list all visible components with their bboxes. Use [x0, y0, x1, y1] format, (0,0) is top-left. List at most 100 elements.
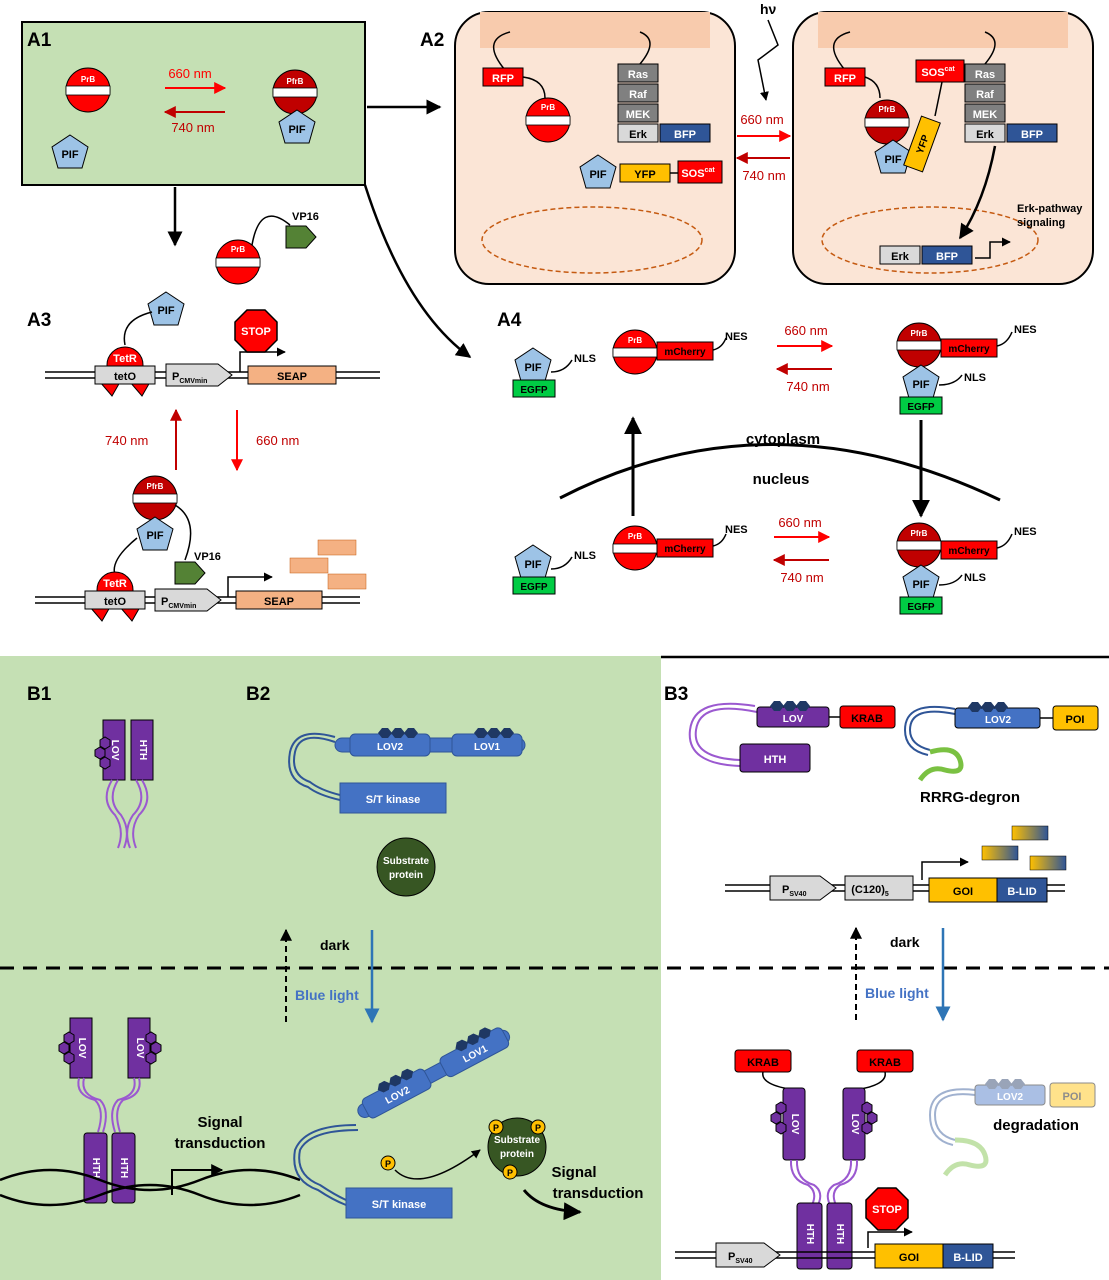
a2l-ras: Ras: [964, 63, 1006, 83]
b2-dark-substrate-l2: protein: [389, 870, 423, 881]
a2l-sos: SOScat: [915, 59, 965, 83]
b3-dark-label: dark: [890, 934, 920, 950]
b3-dark-blid-text: B-LID: [1007, 886, 1036, 898]
a2-rfp: RFP: [482, 67, 524, 87]
b2-p2-text: P: [535, 1123, 541, 1133]
a2-sos-sup: cat: [705, 167, 716, 174]
b3-dark-krab-text: KRAB: [851, 713, 883, 725]
a3-promoter-bound-p: P: [161, 596, 168, 608]
b3-light-promoter-text: PSV40: [728, 1251, 753, 1265]
b1-dark-hth-text: HTH: [137, 740, 148, 761]
a3-740-label: 740 nm: [105, 433, 148, 448]
b3-light-promoter-sub: SV40: [735, 1258, 752, 1265]
a4-label: A4: [497, 310, 522, 331]
b3-blue-label: Blue light: [865, 985, 929, 1001]
b2-light-substrate-text: Substrate protein: [494, 1135, 541, 1160]
b3-c120-sub: 5: [885, 891, 889, 898]
b3-dark-promoter-text: PSV40: [782, 884, 807, 898]
a4-bl-egfp-text: EGFP: [520, 582, 548, 593]
b2-label: B2: [246, 684, 270, 705]
a4-bl-pif-text: PIF: [524, 559, 541, 571]
b3-stop-text: STOP: [872, 1204, 902, 1216]
a2l-nuclear-erk: Erk: [879, 245, 921, 265]
a2-ras: Ras: [617, 63, 659, 83]
a4-tl-nes-text: NES: [725, 331, 748, 343]
a2l-raf: Raf: [964, 83, 1006, 103]
b1-label: B1: [27, 684, 52, 705]
a2l-bfp-text: BFP: [1021, 129, 1043, 141]
a2l-pif-text: PIF: [884, 154, 901, 166]
a2-yfp-text: YFP: [634, 169, 655, 181]
a3-label: A3: [27, 310, 51, 331]
a1-prb-chromophore: PrB: [65, 67, 111, 113]
a3-seap: SEAP: [247, 365, 337, 385]
b2-signal-l2: transduction: [553, 1185, 644, 1202]
b3-light-promoter: PSV40: [715, 1242, 781, 1268]
b3-light-lov-a: LOV: [789, 1114, 800, 1135]
a3-stop-text: STOP: [241, 326, 271, 338]
a1-to-a4-arrow: [363, 184, 472, 359]
a4-tl-pif-text: PIF: [524, 362, 541, 374]
b2-dark-lov2-text: LOV2: [377, 742, 404, 753]
hv-lightning-icon: [757, 19, 779, 101]
a2l-raf-text: Raf: [976, 89, 994, 101]
a3-pif-bound-text: PIF: [146, 530, 163, 542]
a3-vp16-top-text: VP16: [292, 211, 319, 223]
a2l-mek-text: MEK: [973, 109, 998, 121]
b1-dark-lov-text: LOV: [109, 740, 120, 761]
a1-740-label: 740 nm: [171, 120, 214, 135]
a2-ras-linker: [639, 31, 651, 65]
b1-light-hth-a: HTH: [90, 1158, 101, 1179]
a3-promoter-text: PCMVmin: [172, 371, 207, 385]
a3-seap-bound: SEAP: [235, 590, 323, 610]
a3-vp16-bound: [174, 561, 206, 585]
a2l-erk: Erk: [964, 123, 1006, 143]
a2l-rfp-linker: [833, 31, 851, 71]
a4-bottom-left-prb: PrB mCherry NES: [612, 524, 748, 571]
a3-teto-bound-text: tetO: [104, 596, 126, 608]
a2l-sos-sup: cat: [945, 66, 956, 73]
a2-raf-text: Raf: [629, 89, 647, 101]
a2-740-label: 740 nm: [742, 168, 785, 183]
b3-stop-sign-icon: STOP: [865, 1187, 909, 1231]
a4-br-pfrb-text: PfrB: [911, 529, 928, 538]
a4-top-left-pif: PIF EGFP NLS: [512, 347, 596, 398]
a3-tetr-bound-text: TetR: [103, 578, 127, 590]
a2-sos: SOScat: [677, 160, 723, 184]
a2l-erk-text: Erk: [976, 129, 995, 141]
a3-bound-vp16-linker: [174, 504, 192, 561]
a2l-nuclear-bfp-text: BFP: [936, 251, 958, 263]
b1-dark-dimer: LOV HTH: [94, 719, 154, 849]
b2-light-substrate-l2: protein: [500, 1149, 534, 1160]
a3-free-prb-text: PrB: [231, 245, 245, 254]
b3-goi-products: [981, 825, 1067, 871]
nuclear-envelope: [559, 443, 1001, 502]
a4-top-right-complex: PfrB mCherry NES PIF EGFP NLS: [896, 322, 1037, 415]
b3-light-krab-b: KRAB: [869, 1057, 901, 1069]
a3-promoter-bound-text: PCMVmin: [161, 596, 196, 610]
a2-660-label: 660 nm: [740, 112, 783, 127]
b2-dark-kinase-text: S/T kinase: [366, 794, 420, 806]
b2-blue-label: Blue light: [295, 987, 359, 1003]
rrrg-degron-label: RRRG-degron: [920, 789, 1020, 806]
a4-tl-egfp-text: EGFP: [520, 385, 548, 396]
a1-prb-text: PrB: [81, 75, 95, 84]
a1-pif-free-text: PIF: [61, 149, 78, 161]
a2-prb-linker: [522, 76, 546, 99]
b2-dark-substrate-l1: Substrate: [383, 856, 430, 867]
a3-pif-linker: [123, 311, 153, 346]
a1-pif-free: PIF: [51, 134, 89, 169]
a4-bottom-660-label: 660 nm: [778, 515, 821, 530]
a2-erk-text: Erk: [629, 129, 648, 141]
a3-pif-text: PIF: [157, 305, 174, 317]
a2-yfp: YFP: [619, 163, 671, 183]
a2-sos-text: SOScat: [681, 167, 715, 180]
b2-light-substrate-l1: Substrate: [494, 1135, 541, 1146]
a3-promoter-bound-sub: CMVmin: [168, 603, 196, 610]
a4-br-egfp-text: EGFP: [907, 602, 935, 613]
b2-p1-text: P: [493, 1123, 499, 1133]
a2-cell-dark: [454, 11, 736, 285]
b3-dark-krab-construct: HTH LOV KRAB: [688, 701, 896, 773]
